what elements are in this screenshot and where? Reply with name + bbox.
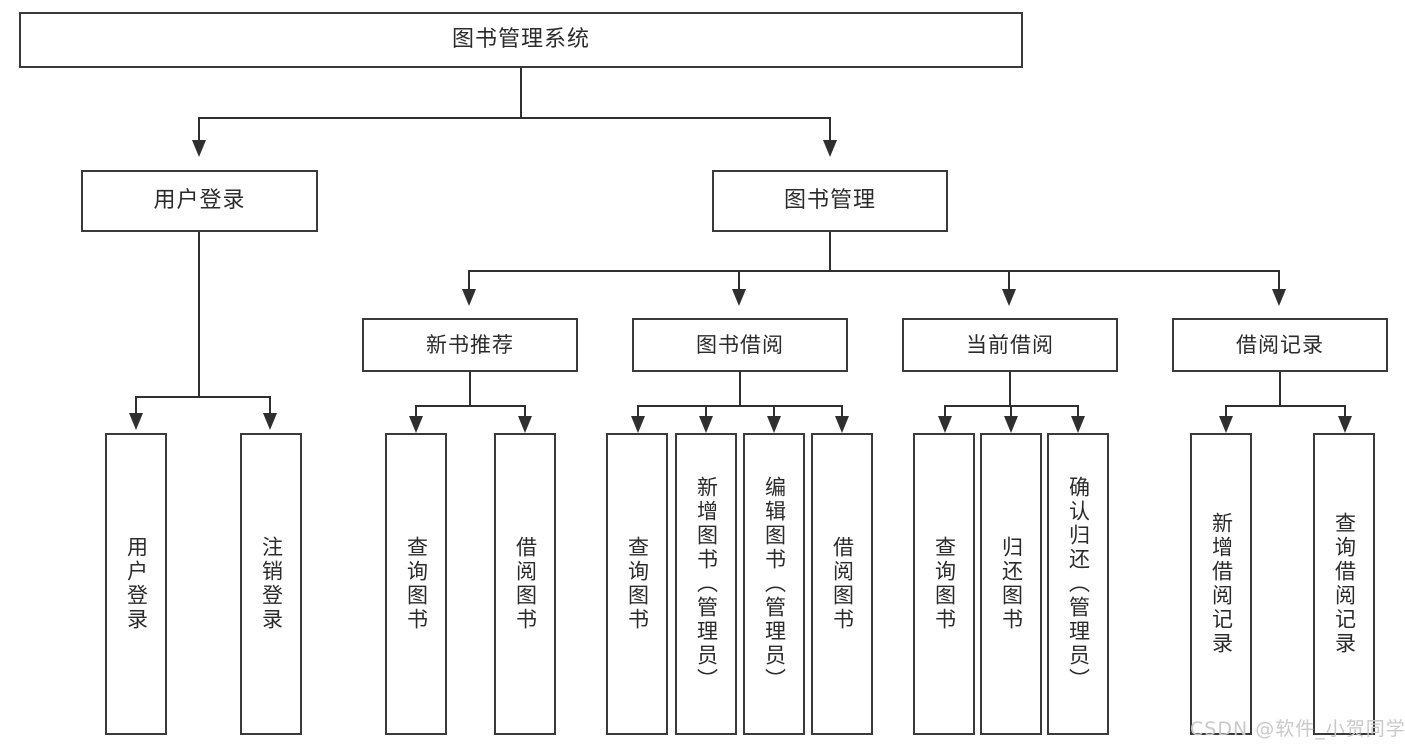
node-label: 编辑图书（管理员） [762, 476, 787, 692]
arrowhead-leaf-borrow-book-2 [835, 416, 849, 433]
edge-borrow-record-drop-1 [1225, 405, 1227, 419]
edge-level1-drop-book-management [829, 117, 831, 143]
arrowhead-new-book-recommend [462, 289, 476, 306]
edge-book-borrow-drop-3 [773, 405, 775, 419]
leaf-user-login[interactable]: 用户登录 [105, 433, 167, 735]
leaf-add-book-admin[interactable]: 新增图书（管理员） [675, 433, 737, 735]
edge-current-borrow-drop-3 [1077, 405, 1079, 419]
leaf-query-book-current[interactable]: 查询图书 [913, 433, 975, 735]
edge-book-management-stem [829, 232, 831, 271]
node-label: 查询图书 [625, 536, 650, 632]
arrowhead-borrow-record [1272, 289, 1286, 306]
arrowhead-current-borrow [1002, 289, 1016, 306]
node-book-borrow[interactable]: 图书借阅 [632, 318, 848, 372]
arrowhead-leaf-user-login [129, 413, 143, 430]
edge-borrow-record-drop-2 [1344, 405, 1346, 419]
edge-user-login-drop-1 [135, 396, 137, 416]
arrowhead-leaf-query-record [1338, 416, 1352, 433]
leaf-return-book[interactable]: 归还图书 [980, 433, 1042, 735]
node-label: 借阅图书 [513, 536, 538, 632]
leaf-edit-book-admin[interactable]: 编辑图书（管理员） [743, 433, 805, 735]
node-borrow-record[interactable]: 借阅记录 [1172, 318, 1388, 372]
arrowhead-leaf-confirm-return [1071, 416, 1085, 433]
leaf-confirm-return-admin[interactable]: 确认归还（管理员） [1047, 433, 1109, 735]
node-root-book-management-system[interactable]: 图书管理系统 [19, 12, 1023, 68]
node-label: 用户登录 [153, 188, 246, 214]
edge-new-book-drop-1 [415, 405, 417, 419]
arrowhead-leaf-query-book-2 [631, 416, 645, 433]
arrowhead-book-borrow [732, 289, 746, 306]
edge-level2-bus [468, 270, 1279, 272]
arrowhead-leaf-add-record [1219, 416, 1233, 433]
leaf-add-borrow-record[interactable]: 新增借阅记录 [1190, 433, 1252, 735]
node-label: 图书管理系统 [451, 27, 590, 53]
edge-current-borrow-drop-2 [1010, 405, 1012, 419]
arrowhead-leaf-borrow-book-1 [518, 416, 532, 433]
node-label: 新书推荐 [426, 332, 514, 357]
edge-level2-drop-new-book [468, 270, 470, 292]
node-label: 当前借阅 [966, 332, 1054, 357]
edge-user-login-bus [135, 396, 270, 398]
node-label: 确认归还（管理员） [1066, 476, 1091, 692]
node-label: 图书管理 [783, 188, 876, 214]
node-label: 图书借阅 [696, 332, 784, 357]
leaf-logout[interactable]: 注销登录 [240, 433, 302, 735]
edge-new-book-bus [415, 405, 525, 407]
edge-level1-bus [198, 117, 831, 119]
edge-new-book-drop-2 [524, 405, 526, 419]
edge-user-login-stem [198, 232, 200, 397]
node-current-borrow[interactable]: 当前借阅 [902, 318, 1118, 372]
node-label: 新增图书（管理员） [694, 476, 719, 692]
node-user-login[interactable]: 用户登录 [81, 170, 318, 232]
leaf-query-borrow-record[interactable]: 查询借阅记录 [1313, 433, 1375, 735]
leaf-borrow-book[interactable]: 借阅图书 [811, 433, 873, 735]
edge-borrow-record-stem [1279, 372, 1281, 406]
node-label: 注销登录 [259, 536, 284, 632]
arrowhead-user-login [192, 140, 206, 157]
edge-current-borrow-drop-1 [944, 405, 946, 419]
edge-level1-drop-user-login [198, 117, 200, 143]
node-label: 新增借阅记录 [1209, 512, 1234, 656]
node-label: 借阅图书 [830, 536, 855, 632]
arrowhead-leaf-logout [263, 413, 277, 430]
edge-book-borrow-bus [637, 405, 843, 407]
edge-level2-drop-current-borrow [1008, 270, 1010, 292]
leaf-query-book-recommend[interactable]: 查询图书 [385, 433, 447, 735]
leaf-query-book-borrow[interactable]: 查询图书 [606, 433, 668, 735]
arrowhead-leaf-return-book [1004, 416, 1018, 433]
edge-new-book-stem [469, 372, 471, 406]
arrowhead-leaf-edit-book [767, 416, 781, 433]
edge-book-borrow-drop-2 [705, 405, 707, 419]
edge-borrow-record-bus [1225, 405, 1345, 407]
node-label: 借阅记录 [1236, 332, 1324, 357]
arrowhead-leaf-add-book [699, 416, 713, 433]
node-label: 归还图书 [999, 536, 1024, 632]
node-label: 查询借阅记录 [1332, 512, 1357, 656]
edge-current-borrow-stem [1009, 372, 1011, 406]
edge-level2-drop-borrow-record [1278, 270, 1280, 292]
edge-root-stem [520, 68, 522, 118]
arrowhead-book-management [823, 140, 837, 157]
leaf-borrow-book-recommend[interactable]: 借阅图书 [494, 433, 556, 735]
arrowhead-leaf-query-book-1 [409, 416, 423, 433]
node-book-management[interactable]: 图书管理 [712, 170, 948, 232]
edge-book-borrow-drop-1 [637, 405, 639, 419]
edge-book-borrow-stem [739, 372, 741, 406]
node-label: 查询图书 [404, 536, 429, 632]
edge-user-login-drop-2 [269, 396, 271, 416]
node-label: 查询图书 [932, 536, 957, 632]
edge-level2-drop-book-borrow [738, 270, 740, 292]
node-label: 用户登录 [124, 536, 149, 632]
arrowhead-leaf-query-book-3 [938, 416, 952, 433]
edge-book-borrow-drop-4 [841, 405, 843, 419]
node-new-book-recommend[interactable]: 新书推荐 [362, 318, 578, 372]
